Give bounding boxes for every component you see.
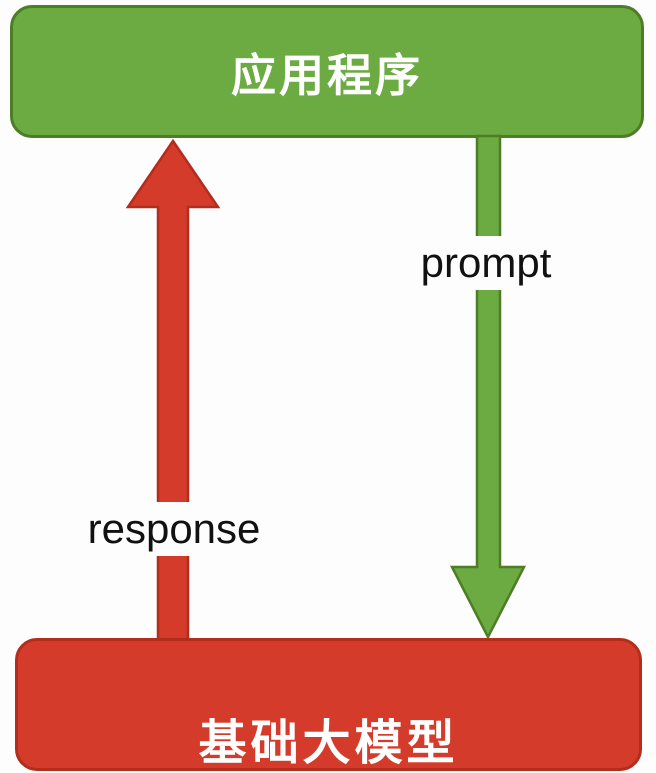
application-box-label: 应用程序 [230, 50, 423, 101]
diagram-canvas: 应用程序 prompt response 基础大模型 [10, 5, 644, 771]
application-box: 应用程序 [10, 5, 644, 138]
prompt-label: prompt [410, 236, 562, 291]
foundation-model-box-label: 基础大模型 [198, 717, 459, 770]
response-label: response [77, 502, 271, 557]
prompt-down-arrow [449, 134, 527, 640]
response-up-arrow [125, 138, 221, 645]
foundation-model-box: 基础大模型 [15, 638, 642, 771]
arrows-layer [125, 134, 527, 645]
